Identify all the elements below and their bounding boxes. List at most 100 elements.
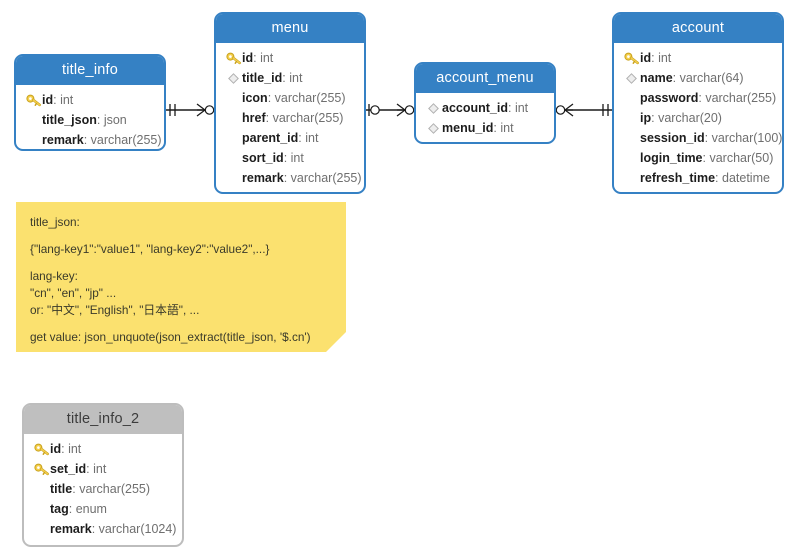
field-name: id <box>50 442 62 456</box>
field-row[interactable]: password: varchar(255) <box>614 88 782 108</box>
field-icon-none <box>622 110 640 126</box>
field-row[interactable]: title_id: int <box>216 68 364 88</box>
note-content: title_json:{"lang-key1":"value1", "lang-… <box>16 202 346 344</box>
key-icon <box>24 92 42 108</box>
field-name: refresh_time <box>640 171 716 185</box>
field-row[interactable]: id: int <box>614 48 782 68</box>
field-separator: : <box>651 111 659 125</box>
field-row[interactable]: session_id: varchar(100) <box>614 128 782 148</box>
rel-title_info-menu[interactable] <box>166 103 215 117</box>
field-row[interactable]: remark: varchar(1024) <box>24 519 182 539</box>
note-box[interactable]: title_json:{"lang-key1":"value1", "lang-… <box>16 202 346 352</box>
field-icon-none <box>32 501 50 517</box>
field-type: enum <box>75 502 107 516</box>
field-name: remark <box>50 522 92 536</box>
note-line: lang-key: <box>30 269 78 283</box>
field-type: json <box>103 113 127 127</box>
field-row[interactable]: title: varchar(255) <box>24 479 182 499</box>
field-icon-none <box>224 130 242 146</box>
field-type: varchar(255) <box>705 91 777 105</box>
field-label: remark: varchar(1024) <box>50 522 176 536</box>
field-label: menu_id: int <box>442 121 514 135</box>
field-type: varchar(255) <box>272 111 344 125</box>
field-row[interactable]: refresh_time: datetime <box>614 168 782 188</box>
field-type: int <box>305 131 319 145</box>
field-name: remark <box>242 171 284 185</box>
field-row[interactable]: icon: varchar(255) <box>216 88 364 108</box>
rel-menu-account_menu[interactable] <box>366 103 415 117</box>
field-row[interactable]: id: int <box>16 90 164 110</box>
field-row[interactable]: remark: varchar(255) <box>216 168 364 188</box>
field-type: int <box>60 93 74 107</box>
field-row[interactable]: id: int <box>216 48 364 68</box>
key-icon <box>32 441 50 457</box>
field-type: datetime <box>722 171 770 185</box>
field-separator: : <box>702 151 710 165</box>
field-row[interactable]: sort_id: int <box>216 148 364 168</box>
field-row[interactable]: title_json: json <box>16 110 164 130</box>
field-separator: : <box>61 442 69 456</box>
field-label: set_id: int <box>50 462 106 476</box>
entity-fields-title_info: id: int title_json: json remark: varchar(2… <box>16 85 164 149</box>
field-icon-none <box>24 112 42 128</box>
note-line: {"lang-key1":"value1", "lang-key2":"valu… <box>30 242 270 256</box>
field-separator: : <box>91 522 99 536</box>
field-name: id <box>42 93 54 107</box>
field-type: int <box>658 51 672 65</box>
field-name: sort_id <box>242 151 284 165</box>
field-label: title_json: json <box>42 113 127 127</box>
field-type: varchar(100) <box>711 131 783 145</box>
field-name: set_id <box>50 462 87 476</box>
field-name: href <box>242 111 266 125</box>
field-row[interactable]: login_time: varchar(50) <box>614 148 782 168</box>
field-row[interactable]: href: varchar(255) <box>216 108 364 128</box>
field-label: refresh_time: datetime <box>640 171 770 185</box>
field-label: remark: varchar(255) <box>42 133 162 147</box>
key-icon <box>622 50 640 66</box>
field-name: name <box>640 71 673 85</box>
field-icon-none <box>24 132 42 148</box>
key-icon <box>224 50 242 66</box>
field-row[interactable]: account_id: int <box>416 98 554 118</box>
field-row[interactable]: set_id: int <box>24 459 182 479</box>
field-label: remark: varchar(255) <box>242 171 362 185</box>
field-separator: : <box>253 51 261 65</box>
field-separator: : <box>283 171 291 185</box>
field-row[interactable]: parent_id: int <box>216 128 364 148</box>
field-separator: : <box>267 91 275 105</box>
field-name: account_id <box>442 101 508 115</box>
note-line: get value: json_unquote(json_extract(tit… <box>30 330 311 344</box>
field-row[interactable]: id: int <box>24 439 182 459</box>
field-name: id <box>640 51 652 65</box>
field-separator: : <box>53 93 61 107</box>
field-name: tag <box>50 502 69 516</box>
field-type: varchar(255) <box>90 133 162 147</box>
field-label: session_id: varchar(100) <box>640 131 782 145</box>
field-separator: : <box>83 133 91 147</box>
field-row[interactable]: name: varchar(64) <box>614 68 782 88</box>
rel-account_menu-account[interactable] <box>555 103 612 117</box>
key-icon <box>32 461 50 477</box>
field-icon-none <box>224 110 242 126</box>
note-fold-corner-icon <box>326 332 346 352</box>
field-name: session_id <box>640 131 705 145</box>
field-row[interactable]: ip: varchar(20) <box>614 108 782 128</box>
field-row[interactable]: tag: enum <box>24 499 182 519</box>
field-label: parent_id: int <box>242 131 318 145</box>
field-separator: : <box>282 71 290 85</box>
diamond-icon <box>424 100 442 116</box>
entity-fields-account_menu: account_id: int menu_id: int <box>416 93 554 142</box>
field-row[interactable]: menu_id: int <box>416 118 554 138</box>
field-row[interactable]: remark: varchar(255) <box>16 130 164 149</box>
field-icon-none <box>224 150 242 166</box>
field-icon-none <box>622 150 640 166</box>
field-separator: : <box>86 462 94 476</box>
field-separator: : <box>698 91 706 105</box>
